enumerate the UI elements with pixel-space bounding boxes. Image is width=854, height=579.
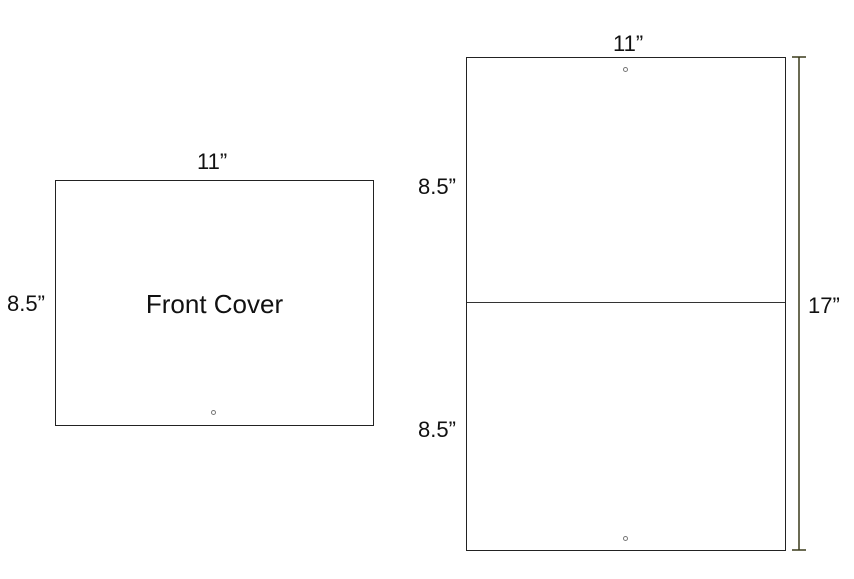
- hole-punch-marker-top: [623, 67, 628, 72]
- sheet-width-label: 11”: [613, 31, 644, 56]
- fold-line: [467, 302, 785, 303]
- front-cover-width-label: 11”: [197, 149, 228, 174]
- top-panel-height-label: 8.5”: [418, 174, 456, 199]
- front-cover-height-label: 8.5”: [7, 291, 45, 316]
- front-cover-title: Front Cover: [145, 289, 284, 319]
- hole-punch-marker-bottom: [623, 536, 628, 541]
- unfolded-sheet-panel: [466, 57, 786, 551]
- hole-punch-marker: [211, 410, 216, 415]
- total-height-label: 17”: [808, 293, 840, 318]
- front-cover-panel: Front Cover: [55, 180, 374, 426]
- bottom-panel-height-label: 8.5”: [418, 417, 456, 442]
